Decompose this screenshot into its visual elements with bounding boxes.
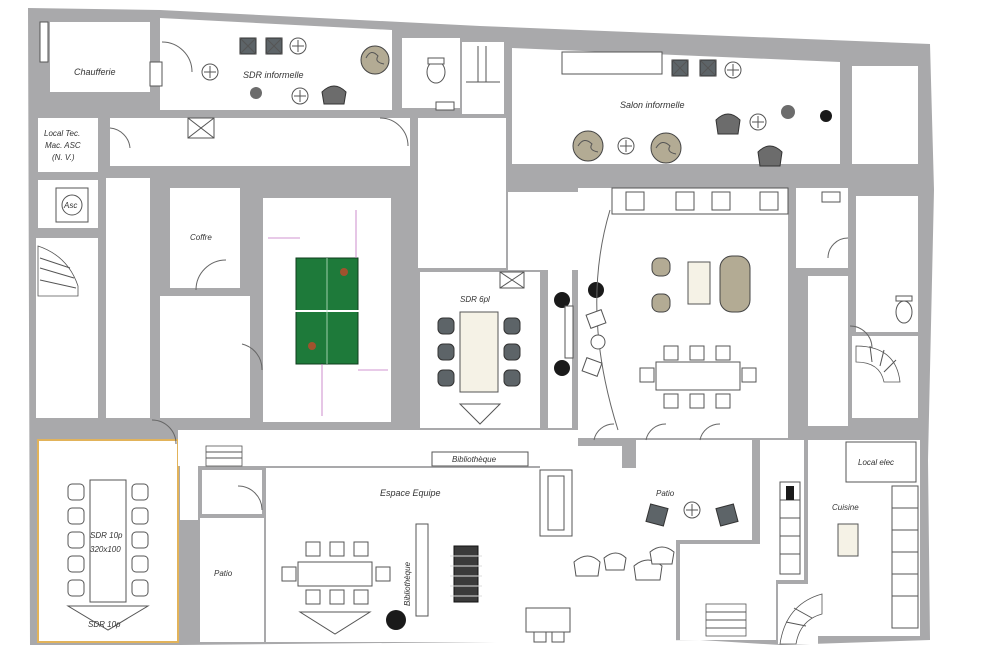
plant-icon <box>554 282 604 376</box>
meeting-table-6pl <box>459 311 499 393</box>
bibliotheque-shelf <box>431 451 529 467</box>
door-swing <box>379 117 409 147</box>
sink <box>821 191 841 203</box>
dining-table <box>639 345 757 409</box>
door-swing <box>241 343 263 371</box>
side-chair <box>581 357 603 377</box>
corridor-mid-left <box>160 296 250 418</box>
label-espace-equipe: Espace Equipe <box>380 488 441 498</box>
corridor-upper <box>110 118 410 166</box>
bench-seating <box>539 469 573 537</box>
room-sdr-informelle <box>160 18 392 110</box>
toilet-tank <box>427 57 445 65</box>
room-top-right <box>852 66 918 164</box>
salon-informelle-furniture <box>561 51 832 167</box>
kitchen-island <box>837 523 859 557</box>
label-cuisine: Cuisine <box>832 503 859 512</box>
room-local-tec <box>38 118 98 172</box>
tv-screen <box>66 605 150 631</box>
room-coffre <box>170 188 240 288</box>
room-patio-left <box>200 518 264 642</box>
small-stool <box>590 334 606 350</box>
shelf <box>39 21 49 63</box>
small-stair <box>205 445 243 467</box>
dimension-lines <box>268 210 388 416</box>
door-swing <box>849 325 873 349</box>
door-swing <box>151 419 177 445</box>
label-sdr-6pl: SDR 6pl <box>460 295 490 304</box>
patio-chair <box>715 503 739 527</box>
patio-chair <box>645 503 669 527</box>
room-chaufferie <box>50 22 150 92</box>
meeting-table-10p <box>89 479 127 603</box>
label-local-tec-3: (N. V.) <box>52 153 75 162</box>
door-swing <box>161 41 193 73</box>
kitchen-counter <box>891 485 919 629</box>
side-chair <box>585 309 607 329</box>
door-frame-line <box>187 117 215 139</box>
room-lounge <box>578 188 788 438</box>
sink <box>435 101 455 111</box>
label-asc: Asc <box>63 201 77 210</box>
tv-screen <box>458 403 502 425</box>
local-elec-frame <box>845 441 917 483</box>
door-swing <box>593 423 615 441</box>
right-staircase <box>855 345 901 383</box>
plant-icon <box>386 610 406 630</box>
room-corridor-top <box>462 42 504 114</box>
label-local-tec-2: Mac. ASC <box>45 141 81 150</box>
door-frame-line <box>499 271 525 289</box>
room-right-mid <box>808 276 848 426</box>
desk-espace <box>525 607 571 643</box>
narrow-shelf <box>564 305 574 359</box>
plant-icon <box>786 486 794 500</box>
chairs-sdr-10p <box>67 483 149 597</box>
room-patio-center <box>636 440 752 540</box>
toilet <box>895 300 913 324</box>
toilet-tank <box>895 295 913 302</box>
left-staircase <box>37 245 79 297</box>
chairs-sdr-6pl <box>437 317 521 387</box>
label-sdr-informelle: SDR informelle <box>243 70 304 80</box>
door-swing <box>237 485 263 511</box>
sdr-informelle-furniture <box>201 37 390 105</box>
paddle <box>308 342 316 350</box>
corridor-left <box>106 178 150 418</box>
lower-right-stair <box>705 603 747 637</box>
label-salon-informelle: Salon informelle <box>620 100 685 110</box>
lounge-seating <box>611 187 789 313</box>
label-chaufferie: Chaufferie <box>74 67 116 77</box>
corridor-center <box>418 118 506 268</box>
tv-screen <box>298 611 372 635</box>
door-swing <box>109 127 131 149</box>
door-swing <box>645 423 667 441</box>
label-patio-center: Patio <box>656 489 675 498</box>
room-lower-stairway <box>202 470 262 514</box>
label-bibliotheque-vertical: Bibliothèque <box>403 561 412 606</box>
label-local-tec-1: Local Tec. <box>44 129 80 138</box>
foosball-table <box>450 545 482 603</box>
lounge-chairs-espace <box>573 546 675 581</box>
team-table <box>281 541 391 605</box>
paddle <box>340 268 348 276</box>
label-sdr-10p-bottom: SDR 10p <box>88 620 121 629</box>
door-swing <box>827 237 849 259</box>
label-patio-left: Patio <box>214 569 233 578</box>
shelf <box>149 61 163 87</box>
door-swing <box>195 259 227 291</box>
bookshelf-vertical <box>415 523 429 617</box>
label-local-elec: Local elec <box>858 458 894 467</box>
label-sdr-10p: SDR 10p <box>90 531 123 540</box>
label-bibliotheque: Bibliothèque <box>452 455 497 464</box>
label-sdr-10p-dims: 320x100 <box>90 545 121 554</box>
elevator-symbol <box>61 194 83 216</box>
label-coffre: Coffre <box>190 233 212 242</box>
door-swing <box>699 423 721 441</box>
bottom-staircase <box>779 593 823 645</box>
